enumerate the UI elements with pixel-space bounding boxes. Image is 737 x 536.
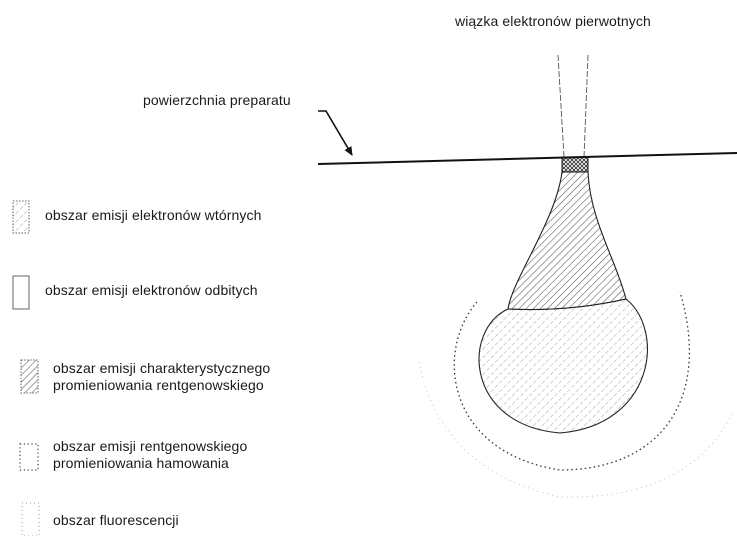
- legend-swatch-bremsstrahlung-icon: [20, 444, 38, 470]
- legend-label-secondary: obszar emisji elektronów wtórnych: [45, 207, 262, 224]
- characteristic-xray-region: [508, 172, 626, 310]
- beam-label: wiązka elektronów pierwotnych: [455, 13, 651, 30]
- surface-pointer-arrow: [318, 111, 352, 155]
- backscattered-region: [479, 299, 647, 433]
- surface-label: powierzchnia preparatu: [143, 92, 291, 109]
- secondary-electron-region: [562, 157, 588, 172]
- specimen-surface-line: [318, 153, 737, 164]
- legend-label-characteristic-line1: obszar emisji charakterystycznego: [53, 360, 270, 377]
- legend-swatch-fluorescence-icon: [22, 503, 39, 536]
- legend-swatch-characteristic-icon: [21, 360, 38, 393]
- electron-beam: [558, 55, 588, 157]
- legend-label-characteristic-line2: promieniowania rentgenowskiego: [53, 377, 264, 394]
- legend-label-fluorescence: obszar fluorescencji: [53, 512, 179, 529]
- legend-label-backscattered: obszar emisji elektronów odbitych: [45, 282, 258, 299]
- legend-label-bremsstrahlung-line2: promieniowania hamowania: [53, 455, 229, 472]
- legend-swatch-backscattered-icon: [13, 276, 29, 309]
- legend-swatch-secondary-icon: [13, 201, 29, 233]
- legend-label-bremsstrahlung-line1: obszar emisji rentgenowskiego: [53, 438, 247, 455]
